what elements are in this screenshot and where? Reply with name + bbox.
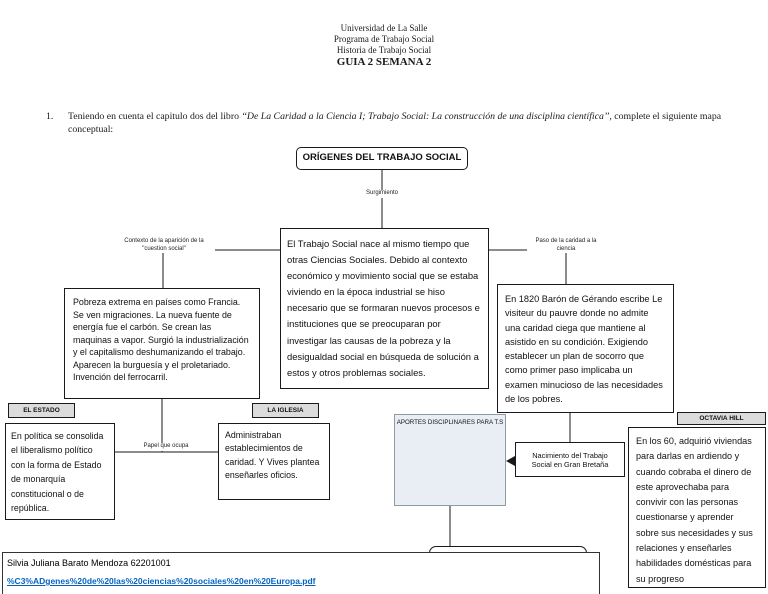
map-title-la-iglesia: LA IGLESIA — [252, 403, 319, 418]
header-course: Historia de Trabajo Social — [336, 45, 432, 55]
map-node-el-estado: En política se consolida el liberalismo … — [5, 423, 115, 520]
instruction-number: 1. — [46, 111, 54, 122]
map-node-paso-caridad: En 1820 Barón de Gérando escribe Le visi… — [497, 284, 674, 413]
map-node-la-iglesia: Administraban establecimientos de carida… — [218, 423, 330, 500]
header-program: Programa de Trabajo Social — [333, 34, 435, 44]
map-node-nacimiento: Nacimiento del Trabajo Social en Gran Br… — [515, 442, 625, 477]
label-contexto: Contexto de la aparición de la "cuestion… — [113, 238, 215, 253]
left-arrowhead-icon — [506, 456, 515, 466]
header-university: Universidad de La Salle — [340, 23, 428, 33]
map-node-contexto: Pobreza extrema en países como Francia. … — [64, 288, 260, 399]
map-node-aportes: APORTES DISCIPLINARES PARA T.S — [394, 414, 506, 506]
map-title-octavia-hill: OCTAVIA HILL — [677, 412, 766, 425]
instruction-item: 1. Teniendo en cuenta el capitulo dos de… — [46, 110, 758, 136]
instruction-text-before: Teniendo en cuenta el capitulo dos del l… — [68, 111, 242, 122]
map-title-el-estado: EL ESTADO — [8, 403, 75, 418]
map-node-octavia-hill: En los 60, adquirió viviendas para darla… — [628, 427, 766, 588]
instruction-text: Teniendo en cuenta el capitulo dos del l… — [68, 110, 758, 136]
aportes-title: APORTES DISCIPLINARES PARA T.S — [396, 419, 504, 426]
label-papel-que-ocupa: Papel que ocupa — [130, 443, 202, 451]
footer-box: Silvia Juliana Barato Mendoza 62201001 %… — [2, 552, 600, 594]
header-guide-title: GUIA 2 SEMANA 2 — [336, 56, 432, 68]
nacimiento-text: Nacimiento del Trabajo Social en Gran Br… — [531, 450, 609, 469]
instruction-text-after: , complete el siguiente mapa conceptual: — [68, 111, 722, 135]
map-root-node: ORÍGENES DEL TRABAJO SOCIAL — [296, 147, 468, 170]
label-surgimiento: Surgimiento — [357, 190, 407, 198]
pdf-link[interactable]: %C3%ADgenes%20de%20las%20ciencias%20soci… — [7, 576, 316, 586]
author-name: Silvia Juliana Barato Mendoza 62201001 — [7, 558, 171, 568]
map-node-surgimiento-text: El Trabajo Social nace al mismo tiempo q… — [280, 228, 489, 389]
label-paso-caridad: Paso de la caridad a la ciencia — [527, 238, 605, 253]
instruction-book-title: ‘‘De La Caridad a la Ciencia I; Trabajo … — [241, 111, 610, 122]
